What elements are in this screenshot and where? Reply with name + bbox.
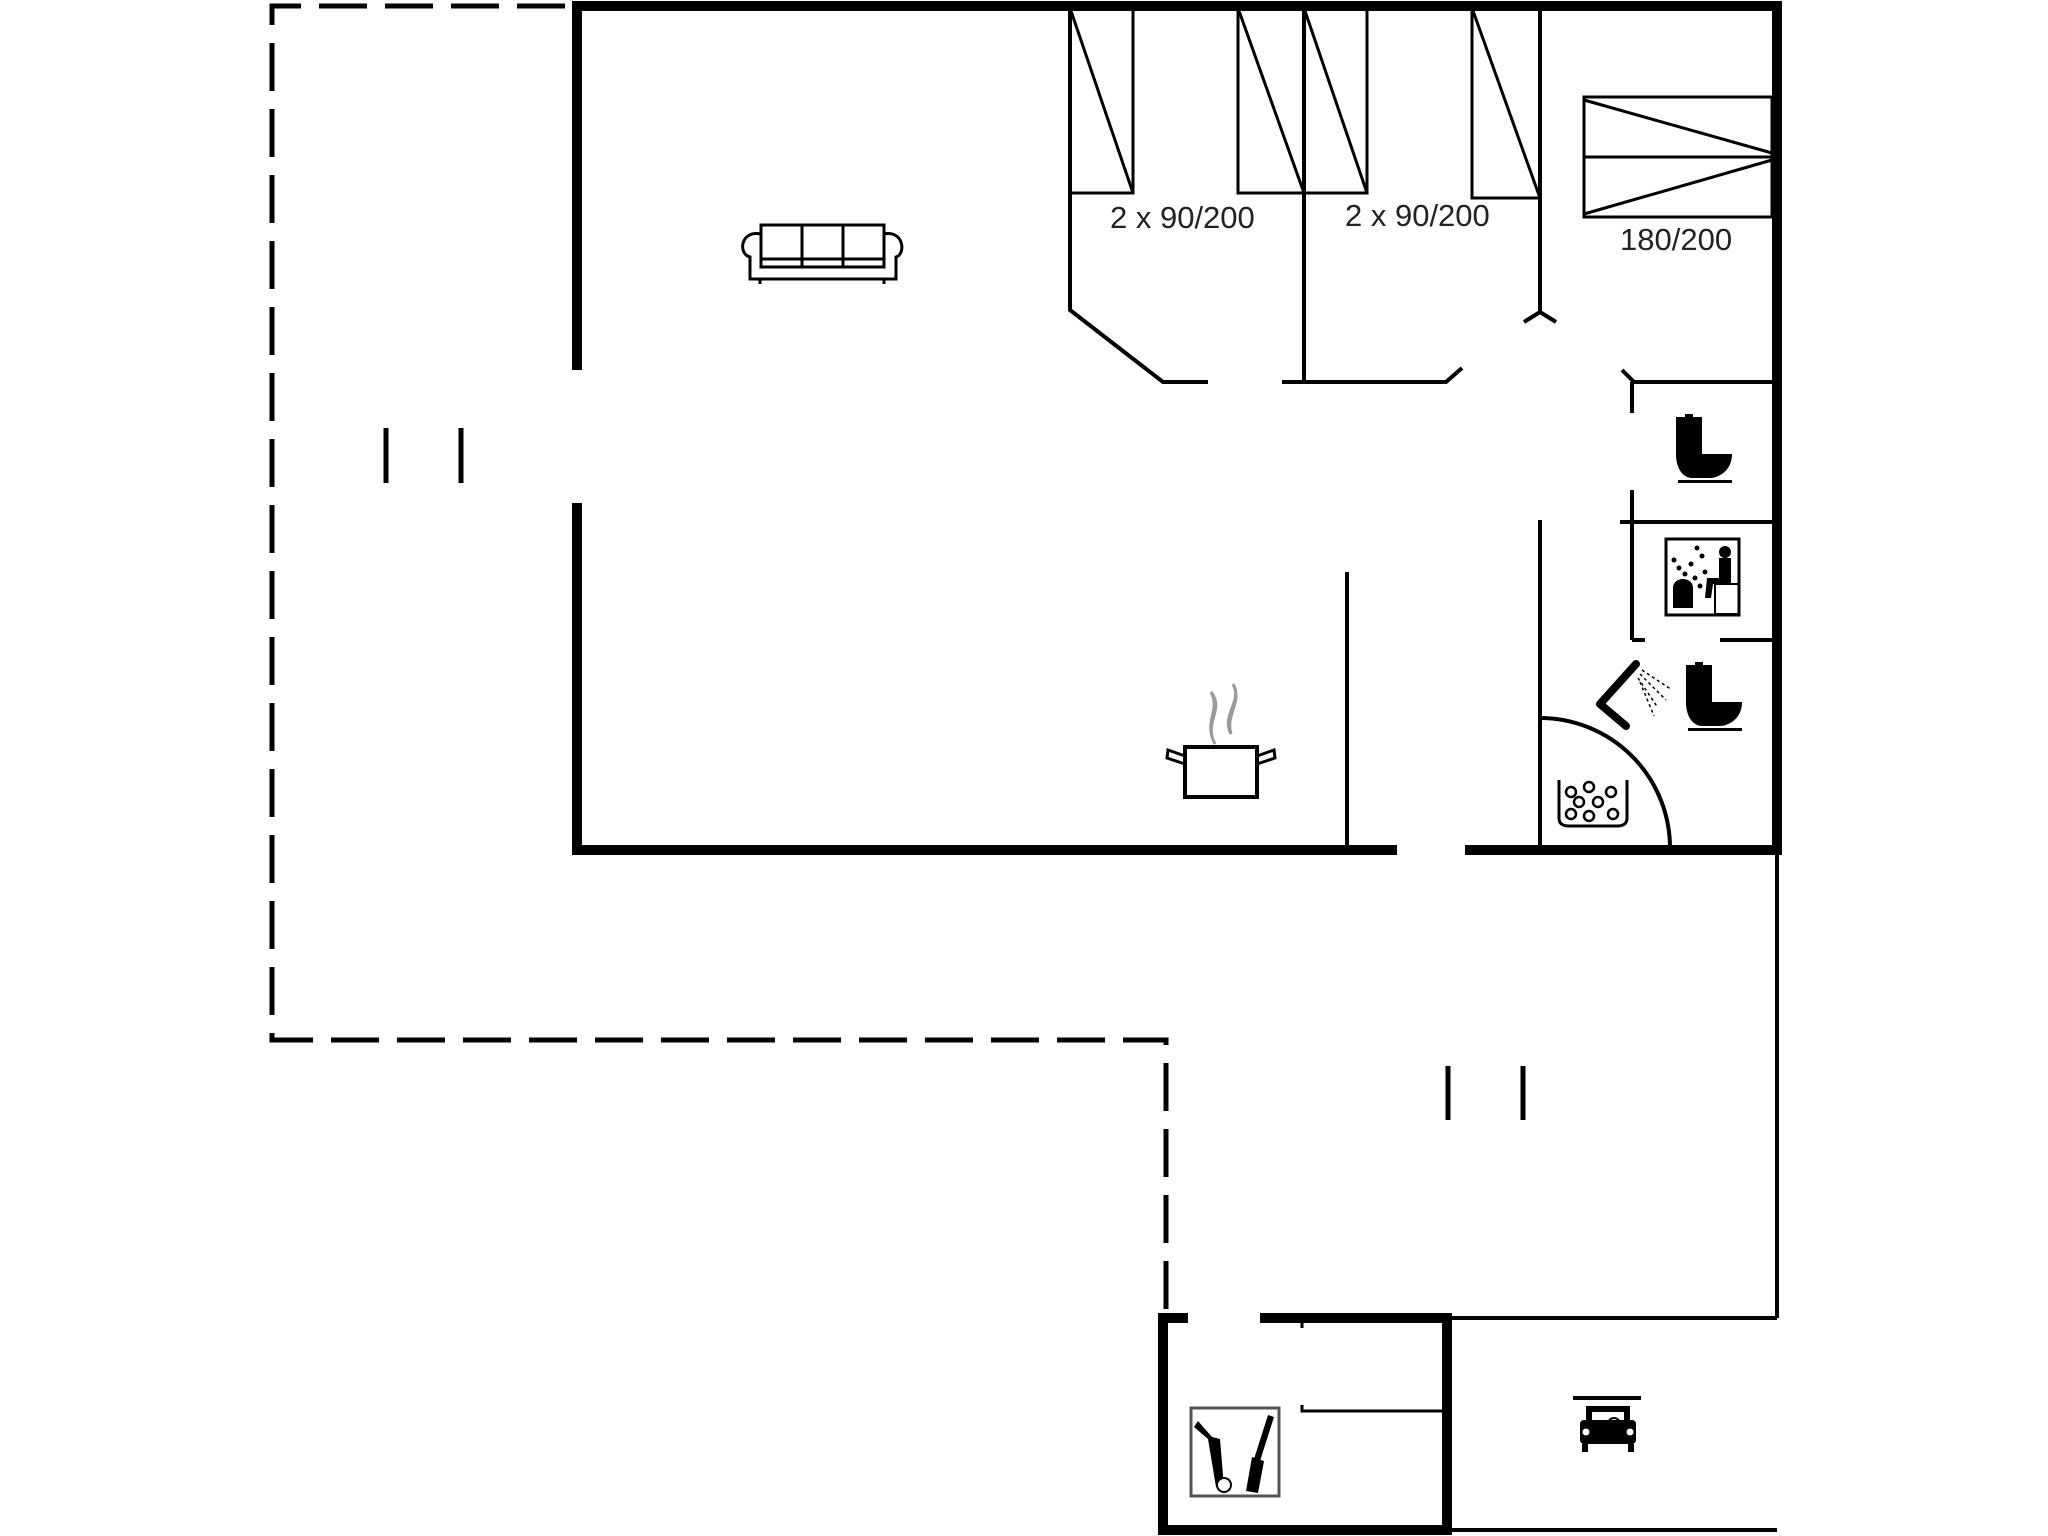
toilet-icon	[1676, 414, 1732, 483]
sauna-icon	[1664, 537, 1741, 617]
wardrobes	[1068, 6, 1542, 200]
bedroom-walls	[1068, 6, 1777, 384]
exterior-walls	[572, 1, 1782, 855]
shower-icon	[1596, 660, 1673, 730]
sofa-icon	[741, 223, 904, 284]
cooking-pot-icon	[1165, 683, 1277, 799]
utility-room-walls	[1158, 1313, 1452, 1535]
car-icon	[1573, 1396, 1641, 1452]
double-bed	[1582, 95, 1774, 219]
whirlpool-icon	[1557, 780, 1629, 828]
bedroom-3-bed-label: 180/200	[1620, 222, 1732, 257]
bath-walls	[1538, 382, 1777, 850]
toilet-icon	[1686, 662, 1742, 731]
utility-tools-icon	[1189, 1406, 1281, 1498]
terrace-outline	[269, 3, 1169, 1320]
lower-wing-walls	[1445, 850, 1779, 1532]
bedroom-1-bed-label: 2 x 90/200	[1110, 200, 1255, 235]
bedroom-2-bed-label: 2 x 90/200	[1345, 198, 1490, 233]
